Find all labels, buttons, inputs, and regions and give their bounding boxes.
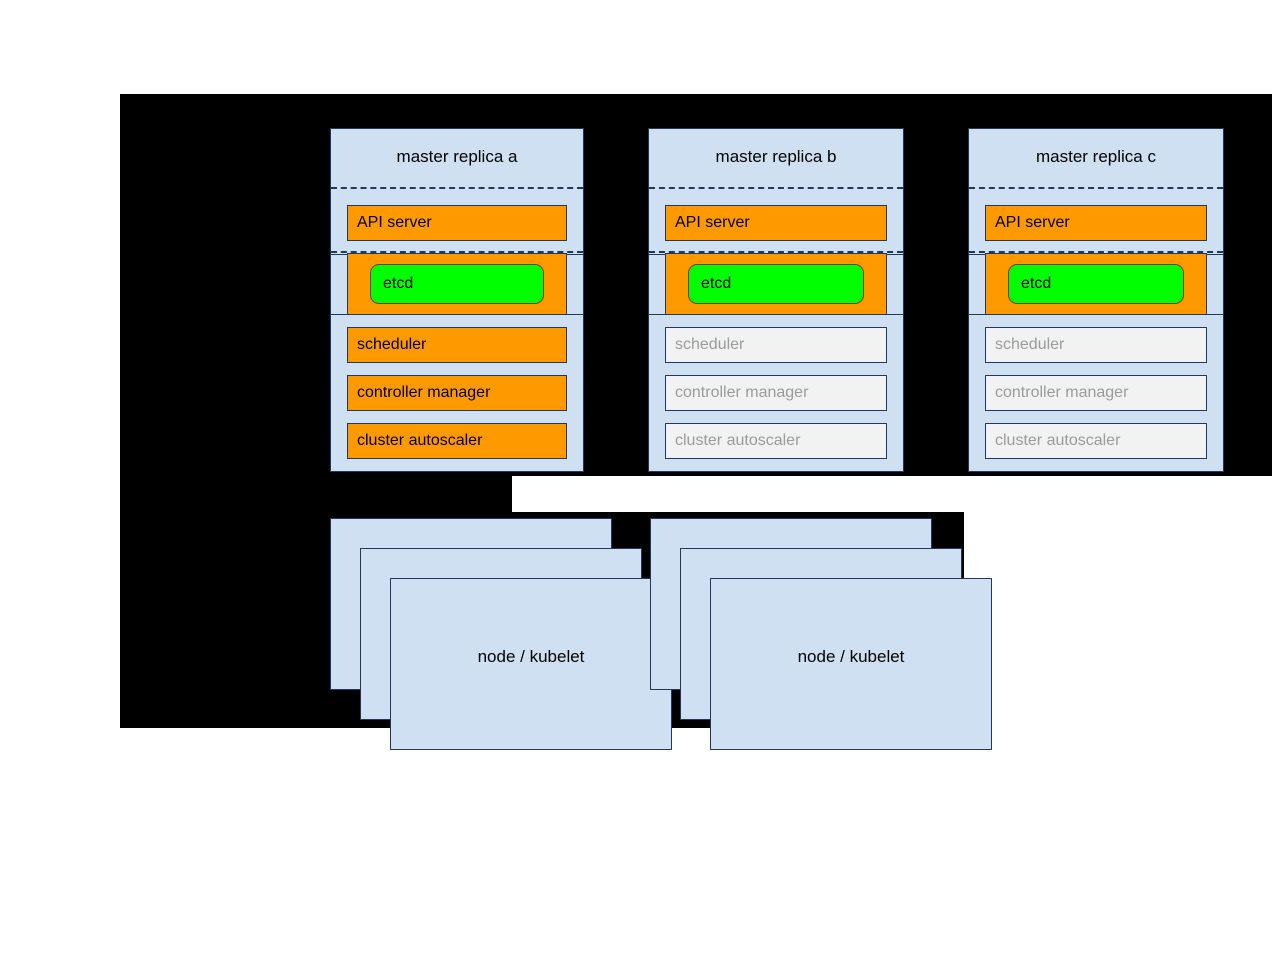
master-replica-card-b[interactable]: master replica b API server etcd schedul…: [648, 128, 904, 472]
replica-title-a: master replica a: [396, 147, 518, 166]
replica-divider-mid-b: [649, 251, 903, 253]
master-replica-card-c[interactable]: master replica c API server etcd schedul…: [968, 128, 1224, 472]
node-stack-1: node / kubelet: [330, 518, 672, 750]
replica-divider-mid-a: [331, 251, 583, 253]
component-cluster-autoscaler-a[interactable]: cluster autoscaler: [347, 423, 567, 459]
master-replica-card-a[interactable]: master replica a API server etcd schedul…: [330, 128, 584, 472]
component-scheduler-b[interactable]: scheduler: [665, 327, 887, 363]
component-scheduler-a[interactable]: scheduler: [347, 327, 567, 363]
component-api-server-b[interactable]: API server: [665, 205, 887, 241]
component-etcd-b[interactable]: etcd: [688, 264, 864, 304]
component-cluster-autoscaler-b[interactable]: cluster autoscaler: [665, 423, 887, 459]
component-api-server-a[interactable]: API server: [347, 205, 567, 241]
replica-title-b: master replica b: [715, 147, 837, 166]
component-api-server-c[interactable]: API server: [985, 205, 1207, 241]
component-scheduler-c[interactable]: scheduler: [985, 327, 1207, 363]
node-stack-2: node / kubelet: [650, 518, 992, 750]
node-kubelet-label-2: node / kubelet: [797, 647, 905, 666]
component-controller-manager-a[interactable]: controller manager: [347, 375, 567, 411]
replica-title-c: master replica c: [1036, 147, 1156, 166]
replica-divider-top-b: [649, 187, 903, 189]
node-kubelet-label-1: node / kubelet: [477, 647, 585, 666]
node-kubelet-card-1[interactable]: node / kubelet: [390, 578, 672, 750]
component-etcd-wrapper-b: etcd: [665, 253, 887, 315]
component-etcd-c[interactable]: etcd: [1008, 264, 1184, 304]
node-kubelet-card-2[interactable]: node / kubelet: [710, 578, 992, 750]
component-cluster-autoscaler-c[interactable]: cluster autoscaler: [985, 423, 1207, 459]
component-controller-manager-b[interactable]: controller manager: [665, 375, 887, 411]
replica-divider-top-c: [969, 187, 1223, 189]
component-etcd-wrapper-a: etcd: [347, 253, 567, 315]
replica-divider-mid-c: [969, 251, 1223, 253]
component-controller-manager-c[interactable]: controller manager: [985, 375, 1207, 411]
component-etcd-wrapper-c: etcd: [985, 253, 1207, 315]
component-etcd-a[interactable]: etcd: [370, 264, 544, 304]
replica-divider-top-a: [331, 187, 583, 189]
